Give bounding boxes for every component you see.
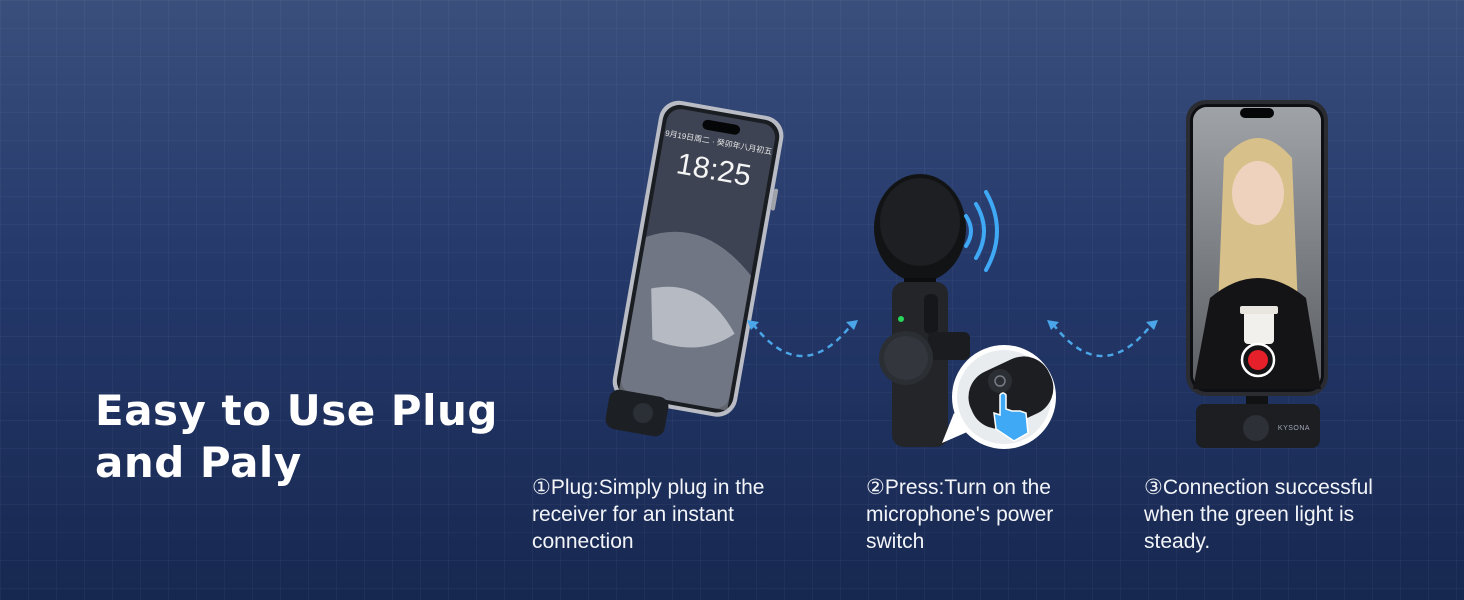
- phone-icon: KYSONA: [1186, 100, 1328, 448]
- step-2-caption: ②Press:Turn on the microphone's power sw…: [866, 476, 1054, 553]
- phone-icon: 9月19日周二 · 癸卯年八月初五 18:25: [605, 100, 784, 437]
- arrow-icon: [1047, 320, 1158, 358]
- headline: Easy to Use Plug and Paly: [95, 385, 498, 489]
- power-button-icon: [942, 345, 1056, 449]
- microphone-icon: [874, 174, 970, 447]
- headline-line-2: and Paly: [95, 438, 302, 487]
- step-1-caption: ①Plug:Simply plug in the receiver for an…: [532, 476, 765, 553]
- indicator-light: [898, 316, 904, 322]
- receiver-brand: KYSONA: [1278, 425, 1310, 432]
- record-button-icon: [1240, 342, 1276, 378]
- headline-line-1: Easy to Use Plug: [95, 386, 498, 435]
- sound-waves-icon: [964, 190, 999, 272]
- receiver-icon: [605, 389, 669, 437]
- step-3-caption: ③Connection successful when the green li…: [1144, 476, 1373, 553]
- arrow-icon: [747, 320, 858, 358]
- pointing-hand-icon: [993, 392, 1029, 442]
- receiver-icon: KYSONA: [1196, 404, 1320, 448]
